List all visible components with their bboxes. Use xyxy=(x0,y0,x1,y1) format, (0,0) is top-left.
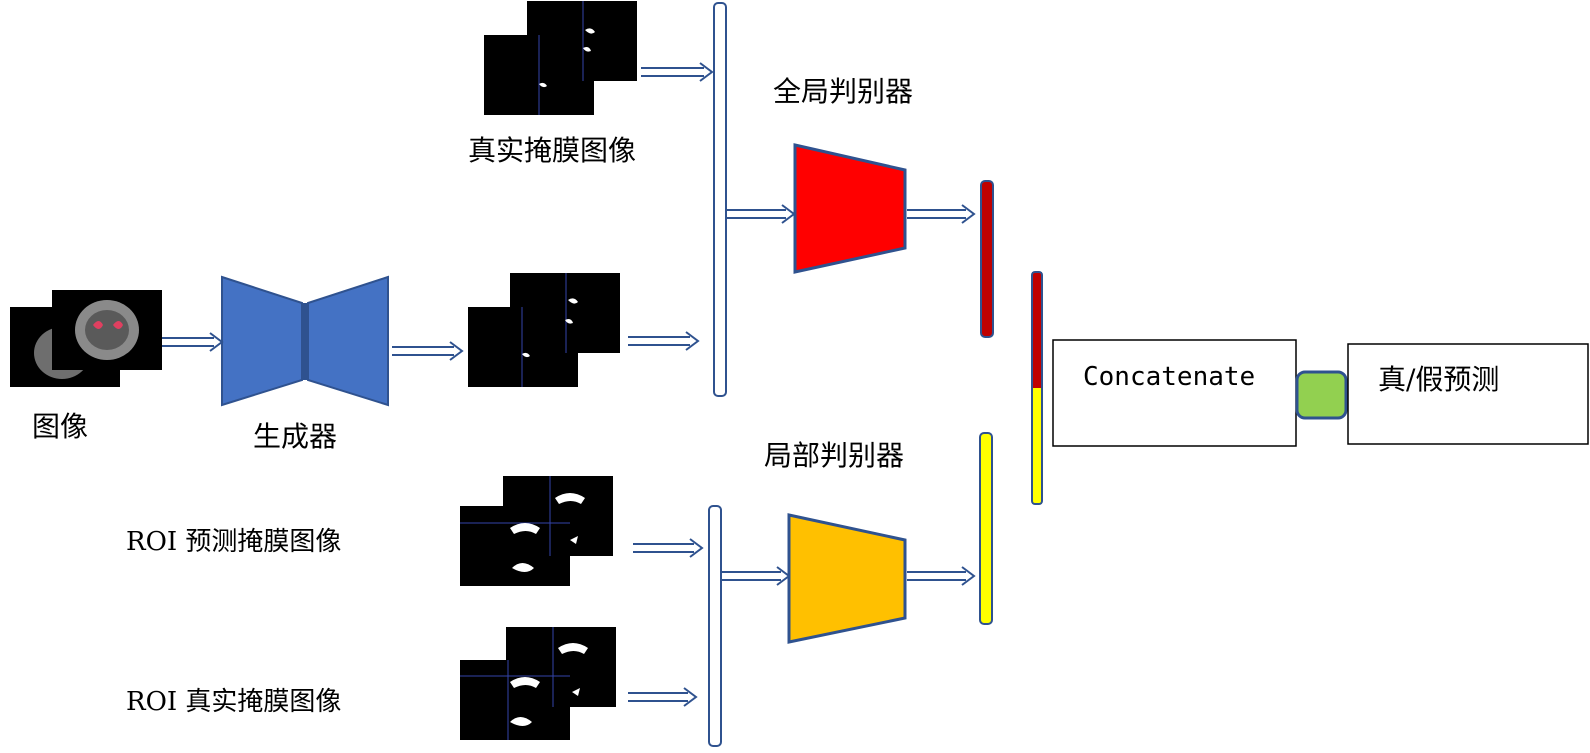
arrow-global-disc-to-out xyxy=(907,204,976,224)
arrow-local-disc-to-out xyxy=(907,566,976,586)
arrow-bar-to-global-disc xyxy=(727,204,796,224)
input-image-label: 图像 xyxy=(32,410,88,443)
concatenate-box xyxy=(1052,339,1297,447)
arrow-bar-to-local-disc xyxy=(722,566,791,586)
arrow-real-mask-to-bar xyxy=(641,62,714,82)
local-output-bar xyxy=(979,432,993,625)
generator-label: 生成器 xyxy=(253,420,337,453)
arrow-roi-pred-to-bar xyxy=(633,538,704,558)
generated-mask-stack xyxy=(468,273,620,387)
output-box xyxy=(1347,343,1589,445)
arrow-image-to-generator xyxy=(162,332,224,352)
arrow-generator-to-mask xyxy=(392,341,464,361)
local-discriminator-label: 局部判别器 xyxy=(764,439,904,472)
real-mask-label: 真实掩膜图像 xyxy=(468,134,636,167)
global-discriminator-shape xyxy=(793,143,907,274)
arrow-gen-mask-to-bar xyxy=(628,331,700,351)
roi-real-mask-stack xyxy=(460,627,616,740)
connector-node xyxy=(1295,370,1348,420)
output-label: 真/假预测 xyxy=(1378,363,1499,396)
concatenated-bar xyxy=(1031,271,1043,505)
generator-shape xyxy=(221,275,389,407)
roi-real-mask-label: ROI 真实掩膜图像 xyxy=(126,687,341,717)
roi-pred-mask-label: ROI 预测掩膜图像 xyxy=(126,527,341,557)
concatenate-label: Concatenate xyxy=(1083,362,1255,392)
local-discriminator-shape xyxy=(787,513,907,644)
real-mask-stack xyxy=(484,1,637,115)
arrow-roi-real-to-bar xyxy=(628,687,698,707)
global-discriminator-label: 全局判别器 xyxy=(773,75,913,108)
global-output-bar xyxy=(980,180,994,338)
roi-pred-mask-stack xyxy=(460,476,613,586)
global-input-bar xyxy=(713,2,727,397)
local-input-bar xyxy=(708,505,722,747)
input-image-stack xyxy=(10,290,162,387)
